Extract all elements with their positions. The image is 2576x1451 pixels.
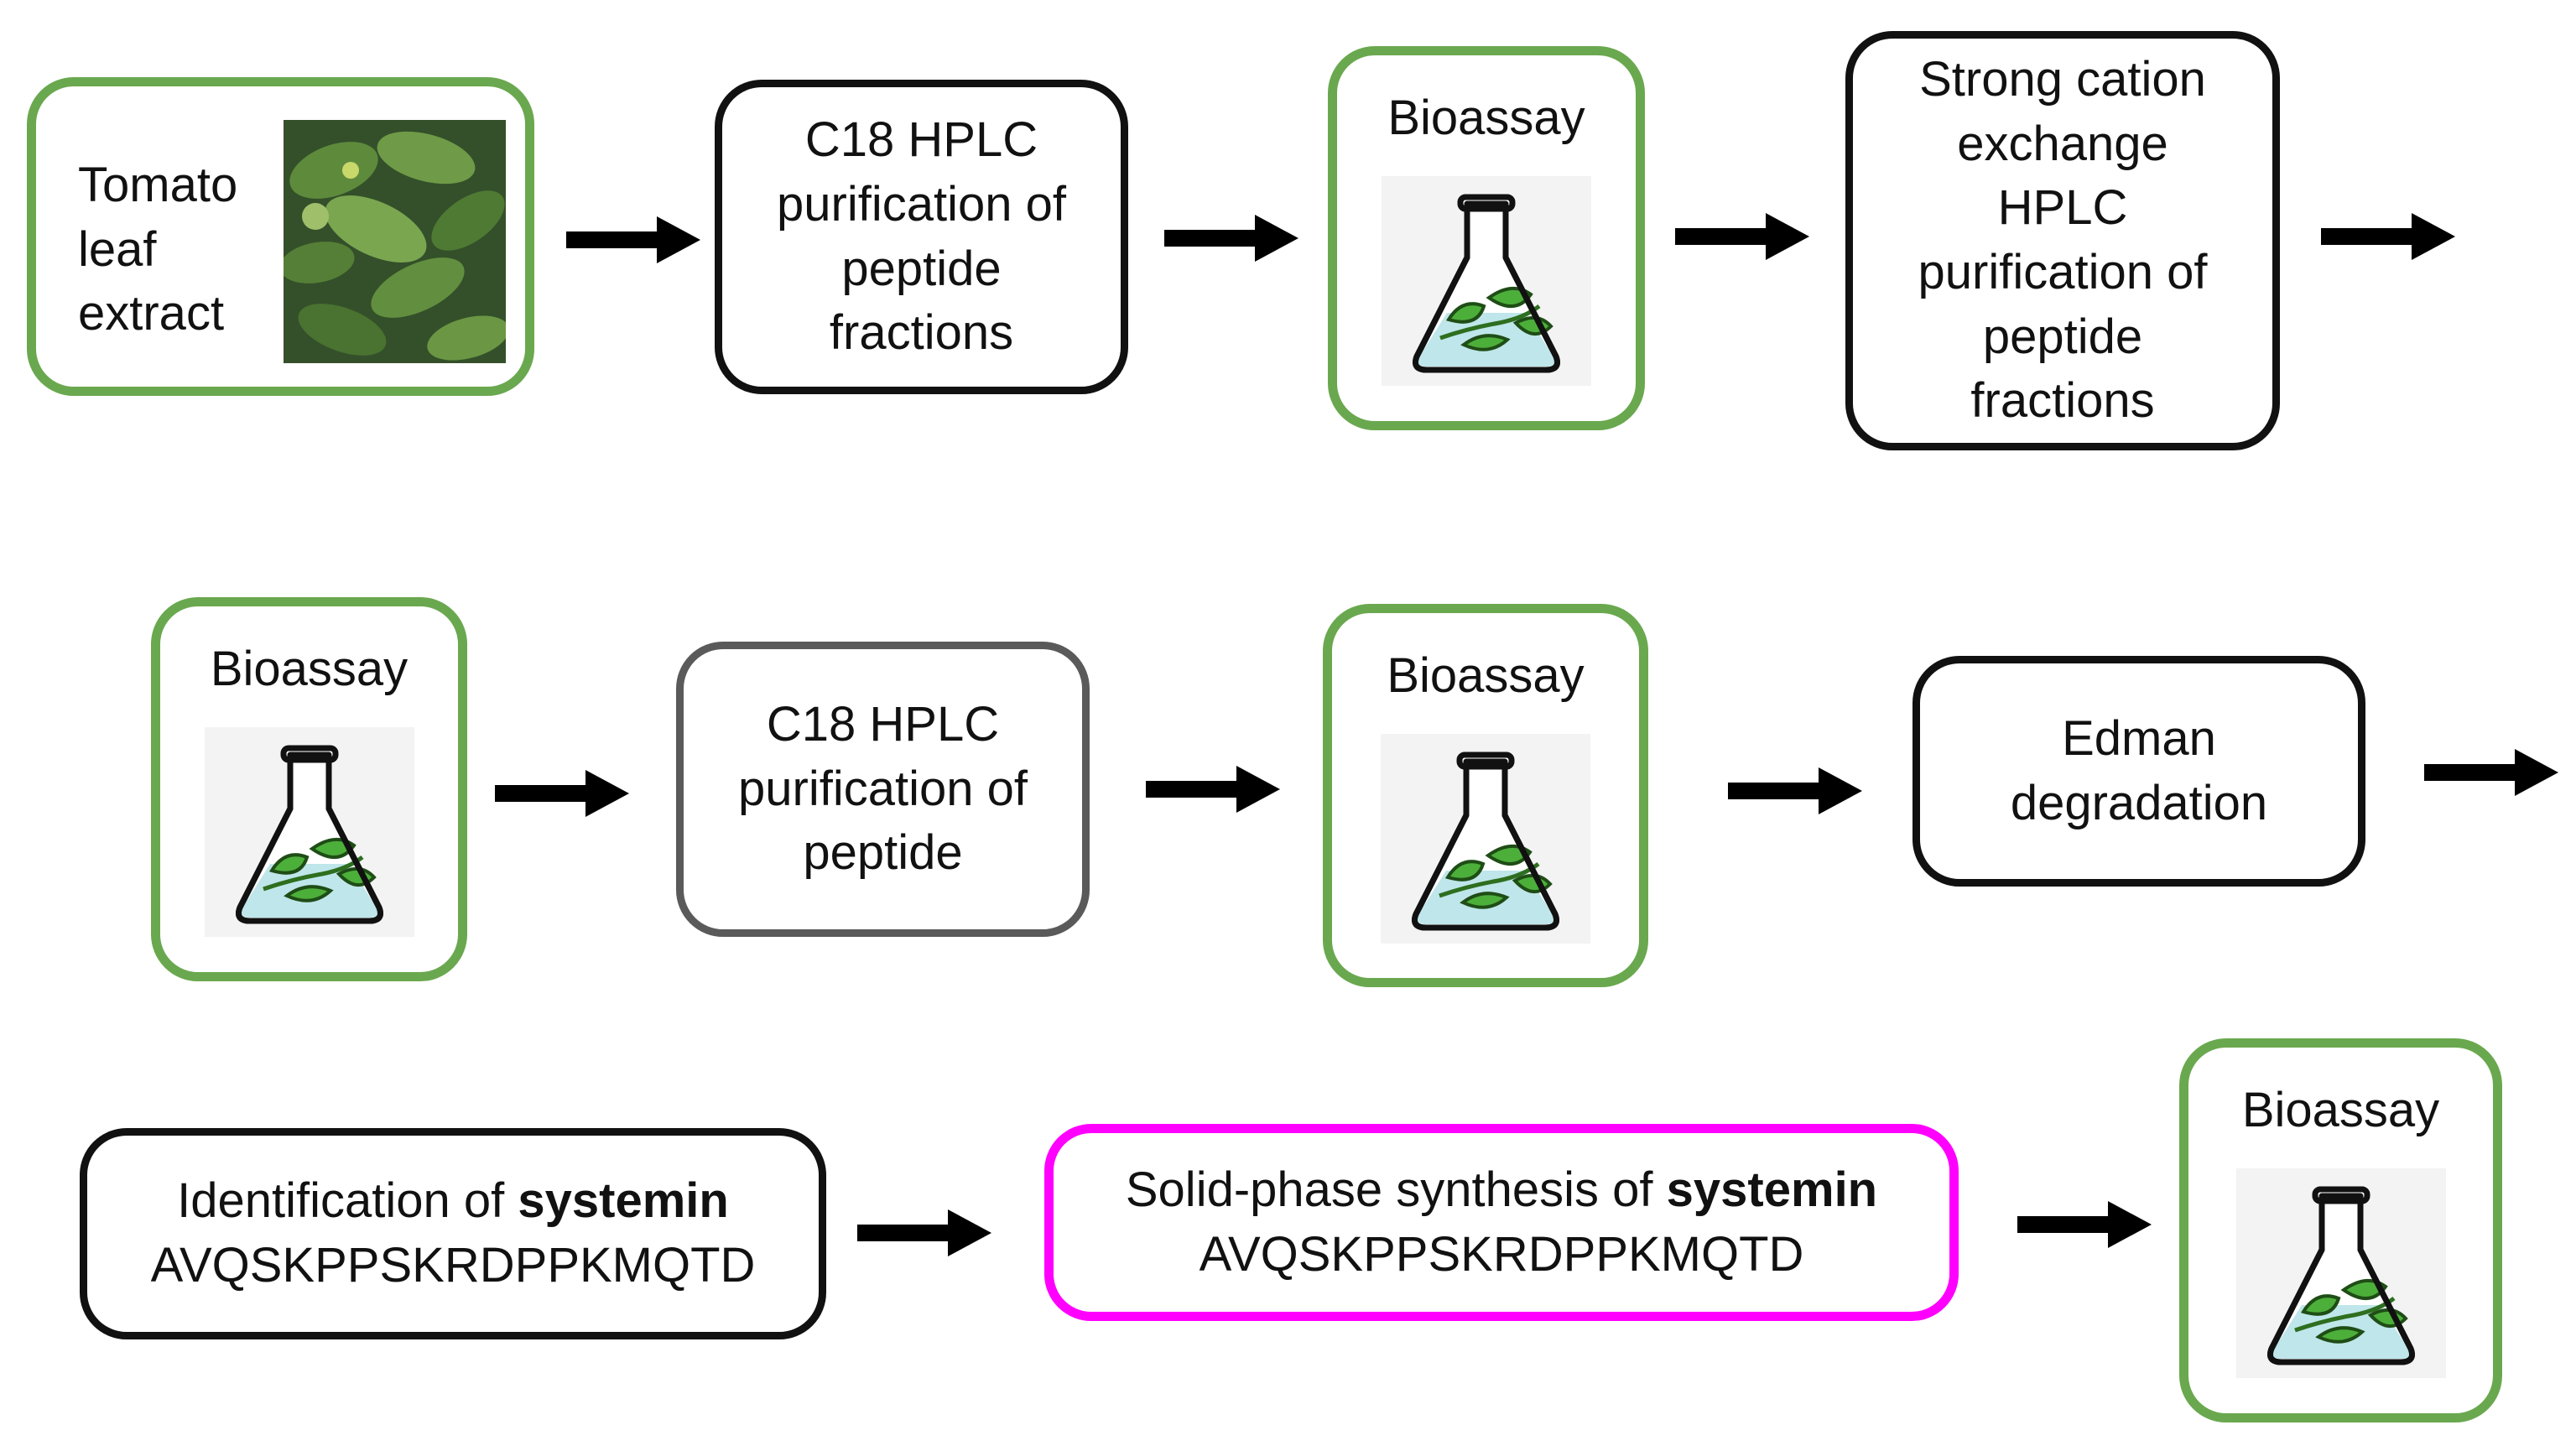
edman-degradation-box: Edman degradation: [1912, 656, 2365, 887]
systemin-sequence: AVQSKPPSKRDPPKMQTD: [150, 1238, 756, 1292]
c18-hplc-peptide-box: C18 HPLC purification of peptide: [676, 642, 1090, 937]
bioassay-label: Bioassay: [210, 642, 409, 696]
arrow-icon: [1728, 767, 1862, 814]
bioassay-box-4: Bioassay: [2179, 1038, 2502, 1422]
arrow-icon: [566, 216, 700, 263]
systemin-sequence: AVQSKPPSKRDPPKMQTD: [1199, 1226, 1804, 1282]
arrow-icon: [1164, 215, 1298, 262]
arrow-icon: [2424, 749, 2558, 796]
synthesis-title: Solid-phase synthesis of systemin: [1125, 1162, 1878, 1217]
arrow-icon: [495, 770, 629, 817]
bioassay-box-2: Bioassay: [151, 597, 467, 981]
arrow-icon: [2017, 1201, 2152, 1248]
bioassay-box-3: Bioassay: [1323, 604, 1648, 987]
tomato-leaf-extract-box: Tomato leaf extract: [27, 77, 534, 396]
arrow-icon: [2321, 213, 2455, 260]
solid-phase-synthesis-box: Solid-phase synthesis of systemin AVQSKP…: [1044, 1124, 1959, 1321]
arrow-icon: [1675, 213, 1809, 260]
strong-cation-exchange-box: Strong cation exchange HPLC purification…: [1845, 31, 2280, 450]
flask-with-leaves-icon: [204, 727, 414, 937]
bioassay-label: Bioassay: [1387, 91, 1585, 145]
bioassay-box-1: Bioassay: [1328, 46, 1645, 430]
arrow-icon: [1146, 766, 1280, 813]
flask-with-leaves-icon: [2235, 1168, 2446, 1378]
c18-hplc-fractions-box: C18 HPLC purification of peptide fractio…: [715, 80, 1128, 394]
identification-title: Identification of systemin: [177, 1173, 729, 1229]
flask-with-leaves-icon: [1381, 734, 1590, 944]
tomato-label: Tomato leaf extract: [78, 158, 238, 341]
flask-with-leaves-icon: [1382, 176, 1591, 386]
tomato-leaf-photo: [284, 120, 506, 363]
bioassay-label: Bioassay: [1387, 648, 1585, 703]
identification-of-systemin-box: Identification of systemin AVQSKPPSKRDPP…: [80, 1128, 826, 1339]
arrow-icon: [857, 1209, 991, 1256]
bioassay-label: Bioassay: [2241, 1083, 2440, 1137]
